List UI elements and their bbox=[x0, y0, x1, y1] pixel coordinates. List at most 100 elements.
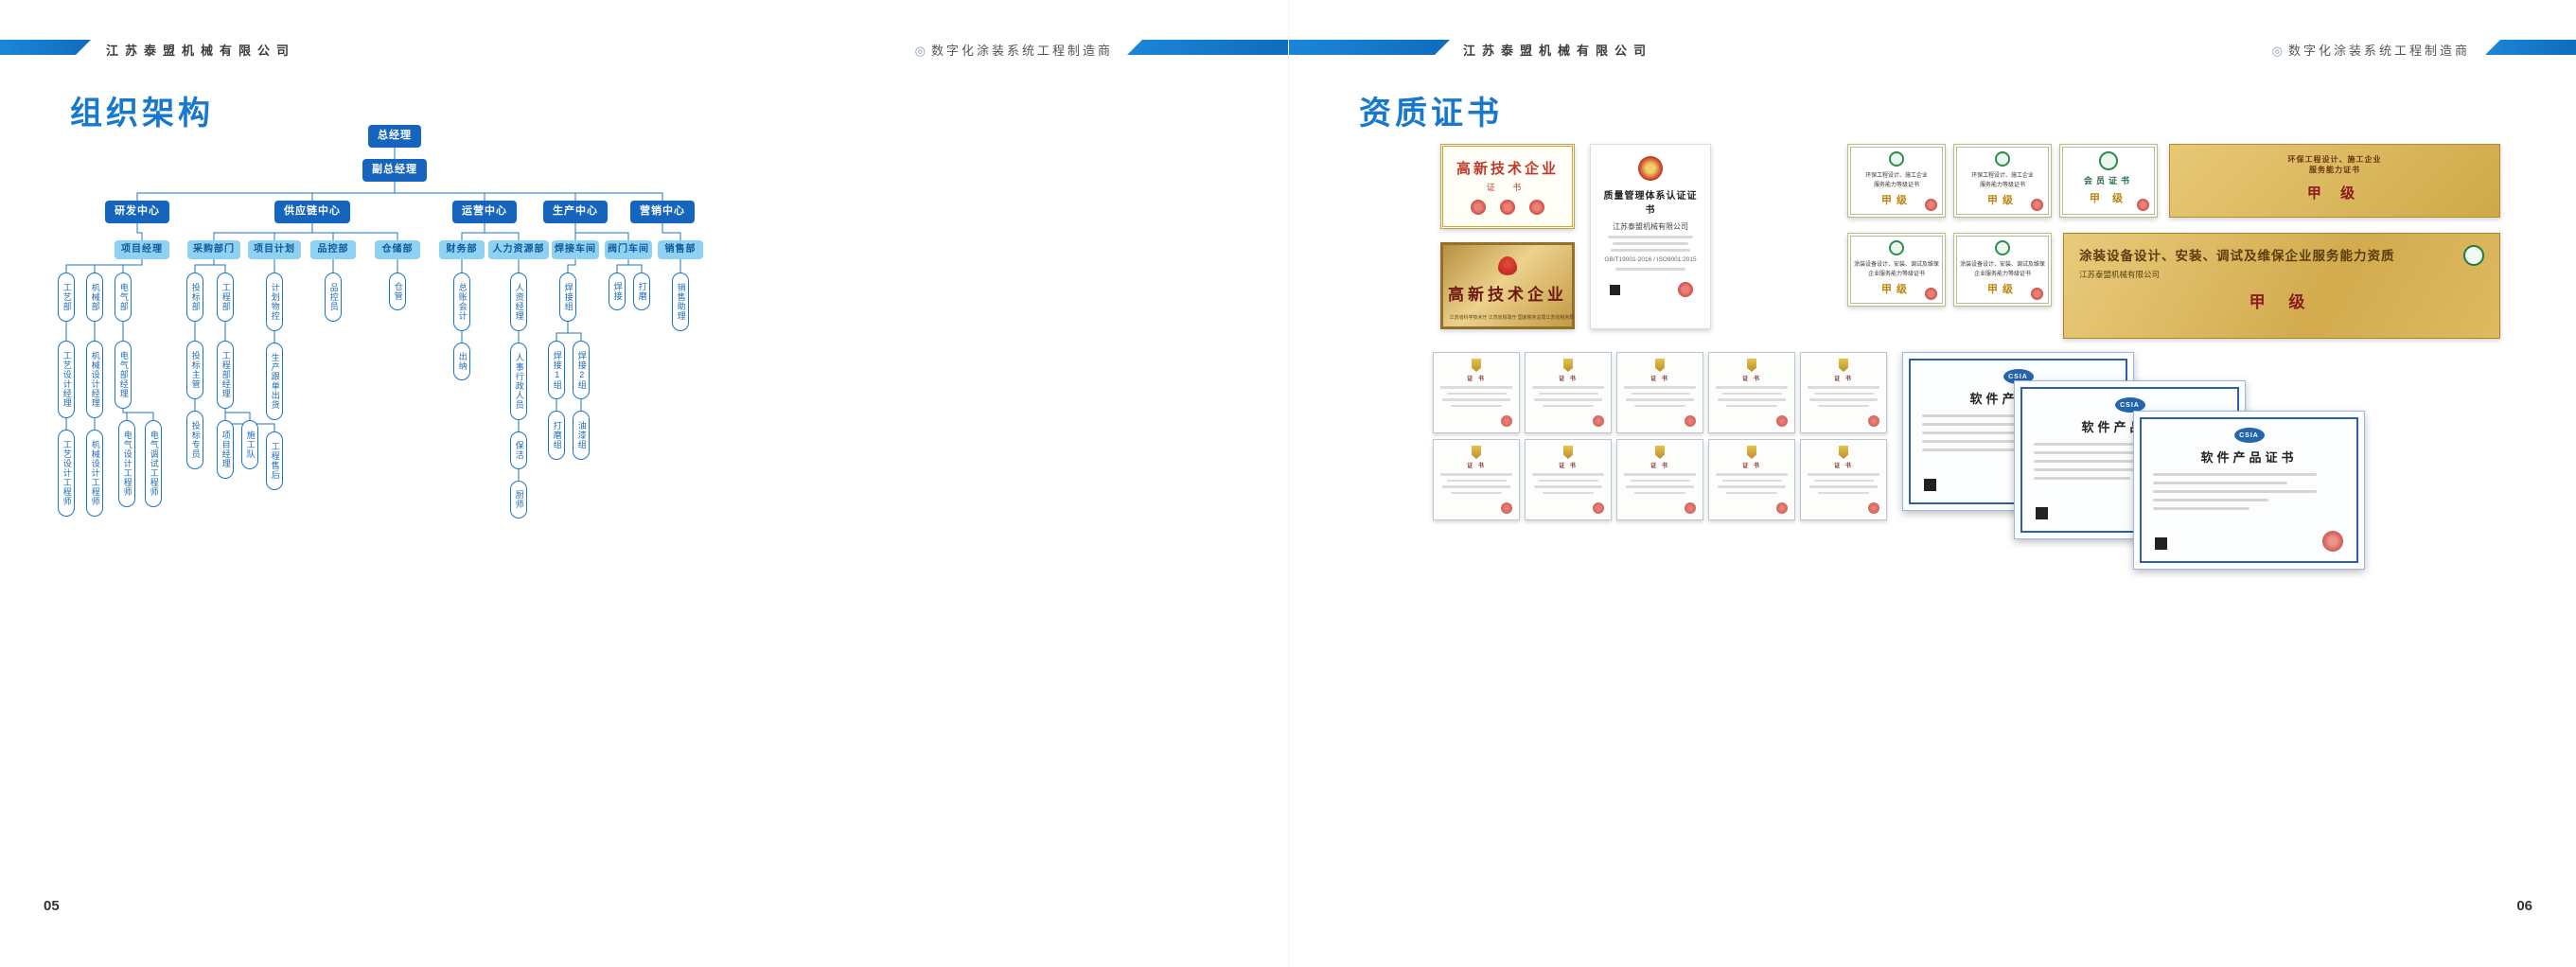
certificate-subtitle: 证 书 bbox=[1486, 183, 1529, 192]
grade-certificate: 环保工程设计、施工企业 服务能力等级证书 甲级 bbox=[1953, 144, 2052, 218]
red-seal-icon bbox=[1528, 200, 1544, 215]
org-node-cgb: 采购部门 bbox=[187, 240, 240, 259]
certificate-title: 证 书 bbox=[1559, 464, 1578, 469]
tagline-text: 数字化涂装系统工程制造商 bbox=[2287, 44, 2470, 58]
page-number: 05 bbox=[44, 898, 60, 914]
org-node-dmz: 打磨组 bbox=[548, 411, 565, 460]
org-node-dqbjl: 电气部经理 bbox=[115, 341, 132, 409]
org-node-cs: 厨师 bbox=[510, 481, 527, 519]
text-line bbox=[1718, 398, 1786, 401]
hitech-enterprise-certificate: 高新技术企业 证 书 bbox=[1440, 144, 1575, 229]
org-node-cwb: 财务部 bbox=[439, 240, 485, 259]
certificate-title: 证 书 bbox=[1467, 464, 1486, 469]
org-node-fmcj: 阀门车间 bbox=[605, 240, 652, 259]
org-node-cg2: 仓管 bbox=[389, 273, 406, 310]
grade-label: 甲 级 bbox=[2089, 193, 2128, 204]
gold-emblem-icon bbox=[1839, 446, 1848, 459]
text-line bbox=[1451, 491, 1502, 494]
org-node-scgd: 生产跟单出货 bbox=[266, 343, 283, 420]
tagline: ◎数字化涂装系统工程制造商 bbox=[915, 41, 1113, 59]
certificate-title: 涂装设备设计、安装、调试及维保 bbox=[1854, 261, 1939, 268]
qr-code-icon bbox=[1922, 477, 1938, 493]
page-header: 江苏泰盟机械有限公司 ◎数字化涂装系统工程制造商 bbox=[0, 38, 1288, 59]
csia-logo-icon: CSIA bbox=[2233, 428, 2265, 443]
org-node-gcsh: 工程售后 bbox=[266, 431, 283, 490]
text-line bbox=[2034, 451, 2169, 454]
green-logo-icon bbox=[2463, 245, 2484, 266]
text-line bbox=[1726, 404, 1777, 407]
flame-logo-icon bbox=[1498, 256, 1517, 275]
text-line bbox=[1626, 398, 1694, 401]
text-line bbox=[1534, 398, 1602, 401]
green-logo-icon bbox=[1889, 151, 1904, 167]
page-certificates: 江苏泰盟机械有限公司 ◎数字化涂装系统工程制造商 资质证书 高新技术企业 证 书 bbox=[1288, 0, 2576, 967]
org-chart-connectors bbox=[65, 148, 681, 481]
text-line bbox=[1439, 386, 1513, 389]
org-node-gysjgcs: 工艺设计工程师 bbox=[58, 430, 75, 517]
standard-reference: GB/T19001-2016 / ISO9001:2015 bbox=[1604, 256, 1697, 263]
software-product-certificate: CSIA 软件产品证书 bbox=[2133, 411, 2365, 570]
member-certificate: 会员证书 甲 级 bbox=[2059, 144, 2158, 218]
red-seal-icon bbox=[1776, 415, 1788, 427]
seal-row bbox=[1443, 200, 1572, 215]
text-line bbox=[1531, 386, 1605, 389]
text-line bbox=[1613, 242, 1688, 245]
page-org-structure: 江苏泰盟机械有限公司 ◎数字化涂装系统工程制造商 组织架构 总经理副总经理研发中… bbox=[0, 38, 1288, 914]
org-node-hj2: 焊接2组 bbox=[573, 341, 590, 399]
emblem-icon bbox=[1638, 156, 1663, 181]
csia-logo-text: CSIA bbox=[2008, 373, 2028, 380]
gold-emblem-icon bbox=[1472, 446, 1481, 459]
org-node-sc: 供应链中心 bbox=[274, 201, 350, 223]
csia-logo-text: CSIA bbox=[2120, 401, 2140, 409]
red-seal-icon bbox=[1593, 415, 1604, 427]
org-node-op: 运营中心 bbox=[452, 201, 517, 223]
text-line bbox=[1721, 392, 1782, 395]
text-line bbox=[1610, 249, 1691, 252]
certificate-footer bbox=[1600, 282, 1701, 297]
patent-certificate: 证 书 bbox=[1616, 439, 1703, 520]
text-line bbox=[1721, 479, 1782, 482]
org-node-hjcj: 焊接车间 bbox=[552, 240, 599, 259]
certificate-title: 证 书 bbox=[1742, 464, 1761, 469]
qms-certificate: 质量管理体系认证证书 江苏泰盟机械有限公司 GB/T19001-2016 / I… bbox=[1590, 144, 1711, 329]
grade-label: 甲级 bbox=[1881, 195, 1912, 206]
text-line bbox=[1922, 440, 2038, 443]
org-node-rsxz: 人事行政人员 bbox=[510, 343, 527, 420]
gold-certificate-small: 环保工程设计、施工企业 服务能力证书 甲 级 bbox=[2169, 144, 2500, 218]
patent-certificate: 证 书 bbox=[1800, 439, 1887, 520]
red-seal-icon bbox=[1925, 199, 1937, 211]
org-node-rzjl: 人资经理 bbox=[510, 273, 527, 331]
org-node-hrb: 人力资源部 bbox=[488, 240, 549, 259]
certificate-title: 软件产品证书 bbox=[2200, 450, 2298, 465]
gear-icon: ◎ bbox=[914, 44, 926, 58]
text-line bbox=[1807, 386, 1880, 389]
certificate-title: 会员证书 bbox=[2083, 176, 2133, 185]
org-node-jhwk: 计划物控 bbox=[266, 273, 283, 331]
green-logo-icon bbox=[2099, 151, 2118, 170]
text-line bbox=[1715, 473, 1789, 476]
text-line bbox=[1446, 392, 1507, 395]
text-line bbox=[1538, 392, 1598, 395]
text-line bbox=[1630, 392, 1690, 395]
page-number: 06 bbox=[2516, 898, 2532, 914]
text-line bbox=[2153, 490, 2317, 493]
certificate-frame: CSIA 软件产品证书 bbox=[2140, 417, 2358, 563]
org-node-mk: 营销中心 bbox=[630, 201, 695, 223]
grade-certificate: 环保工程设计、施工企业 服务能力等级证书 甲级 bbox=[1847, 144, 1946, 218]
text-line bbox=[1634, 491, 1685, 494]
certificate-title: 证 书 bbox=[1742, 377, 1761, 382]
red-seal-icon bbox=[1678, 282, 1693, 297]
text-line bbox=[1623, 386, 1697, 389]
page-title: 组织架构 bbox=[70, 96, 214, 132]
certificate-subtitle: 服务能力等级证书 bbox=[1874, 182, 1919, 188]
text-line bbox=[2153, 473, 2317, 476]
org-node-gcb: 工程部 bbox=[217, 273, 234, 322]
org-node-pky: 品控员 bbox=[325, 273, 342, 322]
certificate-title: 证 书 bbox=[1834, 377, 1853, 382]
text-line bbox=[1531, 473, 1605, 476]
org-node-jxsjgcs: 机械设计工程师 bbox=[86, 430, 103, 517]
gold-certificate-large: 涂装设备设计、安装、调试及维保企业服务能力资质 江苏泰盟机械有限公司 甲 级 bbox=[2063, 233, 2500, 339]
org-node-dqsjgcs: 电气设计工程师 bbox=[118, 420, 135, 507]
text-line bbox=[1623, 473, 1697, 476]
certificate-title: 高新技术企业 bbox=[1456, 161, 1559, 177]
